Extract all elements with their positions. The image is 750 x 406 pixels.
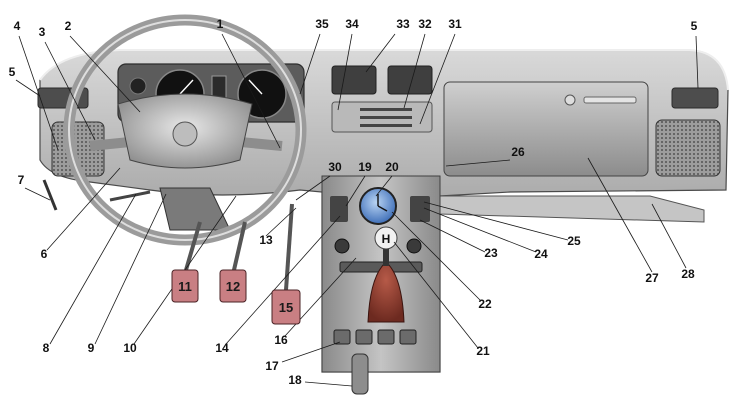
right-speaker-grille	[655, 119, 721, 177]
pedal-12	[219, 269, 247, 303]
leader-line-5	[695, 35, 699, 89]
glovebox-handle	[583, 96, 637, 104]
hood-release-lever	[42, 179, 58, 211]
callout-number-5: 5	[9, 65, 16, 79]
leader-line-24	[423, 207, 537, 253]
callout-number-5: 5	[691, 19, 698, 33]
callout-number-14: 14	[215, 341, 229, 355]
heater-sliders	[360, 108, 412, 127]
callout-number-8: 8	[43, 341, 50, 355]
leader-line-19	[345, 175, 366, 207]
cigarette-lighter	[334, 238, 350, 254]
leader-line-28	[651, 203, 687, 269]
parcel-shelf	[439, 195, 705, 223]
callout-number-13: 13	[259, 233, 273, 247]
warning-lamp	[129, 77, 147, 95]
pedal-number-11: 11	[178, 279, 192, 294]
leader-line-26	[445, 159, 511, 167]
callout-number-27: 27	[645, 271, 659, 285]
callout-number-22: 22	[478, 297, 492, 311]
pedal-number-15: 15	[279, 300, 293, 315]
dashboard-top-edge	[39, 49, 729, 91]
callout-number-17: 17	[265, 359, 279, 373]
leader-line-25	[423, 201, 569, 241]
right-air-vent	[671, 87, 719, 109]
callout-number-31: 31	[448, 17, 462, 31]
clock-hands	[377, 194, 388, 212]
callout-number-19: 19	[358, 160, 372, 174]
callout-number-7: 7	[18, 173, 25, 187]
console-switch-row	[333, 329, 417, 345]
callout-number-23: 23	[484, 246, 498, 260]
callout-number-6: 6	[41, 247, 48, 261]
gearshift-lever	[383, 244, 389, 266]
leader-line-27	[587, 157, 653, 273]
handbrake-lever	[351, 353, 369, 395]
leader-line-33	[365, 33, 396, 73]
steering-wheel-rim-highlight	[68, 19, 302, 241]
leader-line-32	[403, 33, 426, 109]
console-knob-right	[406, 238, 422, 254]
callout-number-26: 26	[511, 145, 525, 159]
gauge-needles	[179, 79, 263, 95]
callout-number-9: 9	[88, 341, 95, 355]
callout-number-18: 18	[288, 373, 302, 387]
leader-line-30	[295, 175, 331, 201]
leader-line-1	[221, 33, 281, 149]
leader-line-7	[24, 187, 51, 201]
gearshift-knob	[374, 226, 398, 250]
leader-line-23	[419, 219, 486, 253]
center-vent-right	[387, 65, 433, 95]
callout-number-25: 25	[567, 234, 581, 248]
leader-line-22	[391, 211, 481, 301]
callout-number-3: 3	[39, 25, 46, 39]
center-vent-left	[331, 65, 377, 95]
leader-line-9	[94, 193, 167, 345]
callout-number-30: 30	[328, 160, 342, 174]
pedal-number-12: 12	[226, 279, 240, 294]
callout-number-28: 28	[681, 267, 695, 281]
horn-button	[172, 121, 198, 147]
callout-number-33: 33	[396, 17, 410, 31]
callout-number-34: 34	[345, 17, 359, 31]
callout-number-32: 32	[418, 17, 432, 31]
gearshift-pattern-symbol: H	[382, 232, 391, 246]
callout-number-24: 24	[534, 247, 548, 261]
leader-line-20	[375, 175, 393, 197]
leader-line-17	[281, 341, 341, 363]
leader-line-14	[225, 215, 341, 345]
leader-line-35	[299, 33, 321, 95]
leader-line-8	[49, 193, 137, 345]
leader-line-13	[265, 207, 297, 237]
pedal-15	[271, 289, 301, 325]
leader-line-31	[419, 33, 456, 125]
leader-line-21	[393, 241, 479, 349]
callout-number-16: 16	[274, 333, 288, 347]
callout-number-4: 4	[14, 19, 21, 33]
callout-number-2: 2	[65, 19, 72, 33]
leader-line-3	[44, 41, 96, 141]
leader-line-5	[15, 79, 41, 97]
pedal-11	[171, 269, 199, 303]
callout-number-1: 1	[217, 17, 224, 31]
turn-signal-stalk	[109, 190, 151, 202]
console-switch-left	[330, 196, 348, 222]
leader-line-4	[18, 35, 59, 151]
leader-line-6	[46, 167, 121, 251]
callout-number-35: 35	[315, 17, 329, 31]
callout-number-10: 10	[123, 341, 137, 355]
leader-line-34	[337, 33, 353, 111]
glovebox-lock	[564, 94, 576, 106]
leader-line-18	[304, 381, 353, 387]
callout-number-20: 20	[385, 160, 399, 174]
callout-number-21: 21	[476, 344, 490, 358]
leader-line-2	[69, 35, 141, 113]
glovebox-lid	[443, 81, 649, 177]
